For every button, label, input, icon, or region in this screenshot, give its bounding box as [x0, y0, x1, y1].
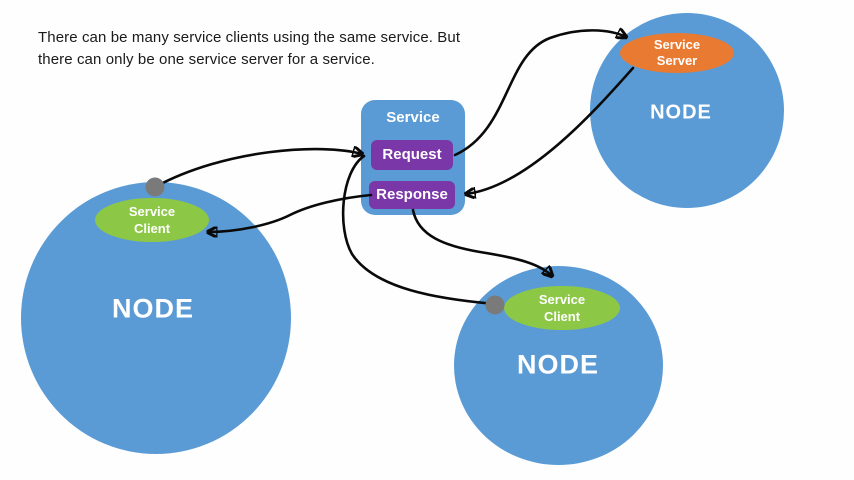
caption-line-1: There can be many service clients using … [38, 29, 461, 46]
node-label-top-right: NODE [650, 101, 712, 124]
response-box: Response [369, 181, 455, 209]
service-title: Service [386, 109, 440, 126]
service-client-ellipse-bottom: Service Client [504, 286, 620, 330]
service-server-ellipse: Service Server [620, 33, 734, 73]
request-box: Request [371, 140, 453, 170]
service-client-left-line-2: Client [133, 221, 171, 236]
caption-line-2: there can only be one service server for… [38, 51, 375, 68]
service-server-line-2: Server [656, 53, 698, 68]
service-client-bottom-line-1: Service [538, 292, 586, 307]
service-client-bottom-line-2: Client [543, 309, 581, 324]
service-client-ellipse-left: Service Client [95, 198, 209, 242]
node-label-left: NODE [111, 293, 195, 324]
service-client-left-line-1: Service [128, 204, 176, 219]
service-server-line-1: Service [653, 37, 701, 52]
caption: There can be many service clients using … [38, 27, 460, 71]
arrow-client1-to-request [153, 149, 362, 189]
arrow-response-to-client2 [411, 208, 552, 276]
service-box: Service Request Response [361, 100, 465, 215]
node-label-bottom-right: NODE [516, 349, 600, 380]
